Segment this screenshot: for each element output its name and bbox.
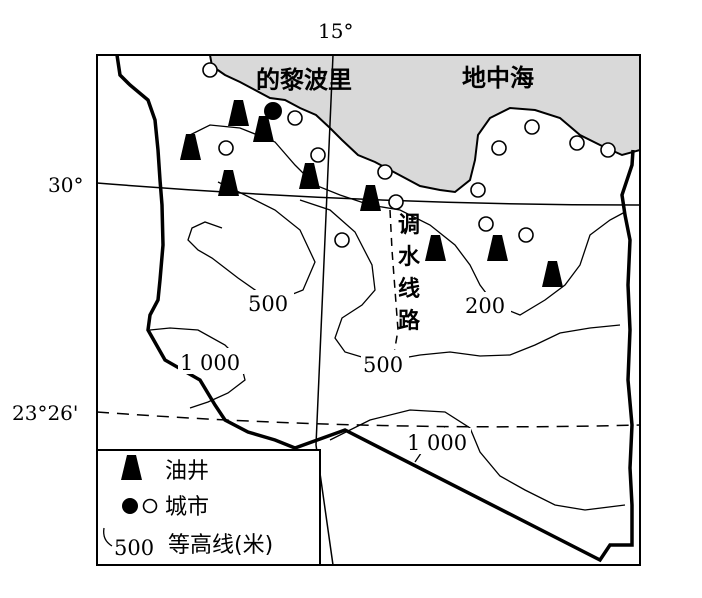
legend-contour-label: 等高线(米) (168, 533, 273, 558)
oil-well-icon (253, 116, 274, 142)
map-frame (96, 54, 641, 566)
water-route-char-3: 线 (398, 276, 420, 302)
contour-500-west (187, 181, 316, 299)
contour-1000-south-label: 1 000 (407, 431, 467, 455)
minor-city-marker (388, 194, 404, 210)
minor-city-marker (518, 227, 534, 243)
legend-oil-well-icon (121, 455, 142, 480)
oil-wells (180, 100, 563, 287)
tripoli-label: 的黎波里 (256, 66, 352, 94)
oil-well-icon (542, 261, 563, 287)
minor-city-marker (202, 62, 218, 78)
contour-1000-west-label: 1 000 (180, 351, 240, 375)
minor-city-marker (310, 147, 326, 163)
oil-well-icon (299, 163, 320, 189)
minor-city-marker (491, 140, 507, 156)
minor-city-marker (600, 142, 616, 158)
water-route-char-1: 调 (398, 213, 420, 238)
minor-cities (202, 62, 616, 248)
water-route-char-4: 路 (398, 308, 421, 334)
water-route-char-2: 水 (398, 245, 421, 270)
contour-200 (189, 124, 626, 316)
legend-major-city-icon (122, 498, 138, 514)
oil-well-icon (228, 100, 249, 126)
legend-city-label: 城市 (165, 495, 209, 520)
legend-oil-well-label: 油井 (165, 459, 209, 484)
oil-well-icon (425, 235, 446, 261)
contour-500-west-label: 500 (248, 292, 288, 316)
legend-minor-city-icon (142, 498, 158, 514)
oil-well-icon (487, 235, 508, 261)
minor-city-marker (569, 135, 585, 151)
minor-city-marker (478, 216, 494, 232)
minor-city-marker (287, 110, 303, 126)
minor-city-marker (524, 119, 540, 135)
contour-1000-south (329, 409, 626, 511)
legend-contour-sample-line (103, 527, 113, 547)
minor-city-marker (334, 232, 350, 248)
minor-city-marker (470, 182, 486, 198)
oil-well-icon (180, 134, 201, 160)
longitude-15-label: 15° (318, 19, 353, 43)
contour-500-east (299, 199, 621, 361)
sea-label: 地中海 (462, 64, 534, 92)
legend-contour-sample-value: 500 (114, 536, 154, 560)
oil-well-icon (360, 185, 381, 211)
country-border (115, 54, 635, 563)
minor-city-marker (377, 164, 393, 180)
latitude-30-label: 30° (48, 173, 83, 197)
tripoli-city-marker (264, 102, 282, 120)
oil-well-icon (218, 170, 239, 196)
tropic-label: 23°26' (12, 401, 78, 425)
water-route-line (389, 209, 399, 361)
tropic-of-cancer-line (96, 411, 641, 428)
contour-200-label: 200 (465, 294, 505, 318)
longitude-15-line (315, 54, 334, 566)
mediterranean-sea (208, 54, 641, 194)
minor-city-marker (218, 140, 234, 156)
contour-500-east-label: 500 (363, 353, 403, 377)
